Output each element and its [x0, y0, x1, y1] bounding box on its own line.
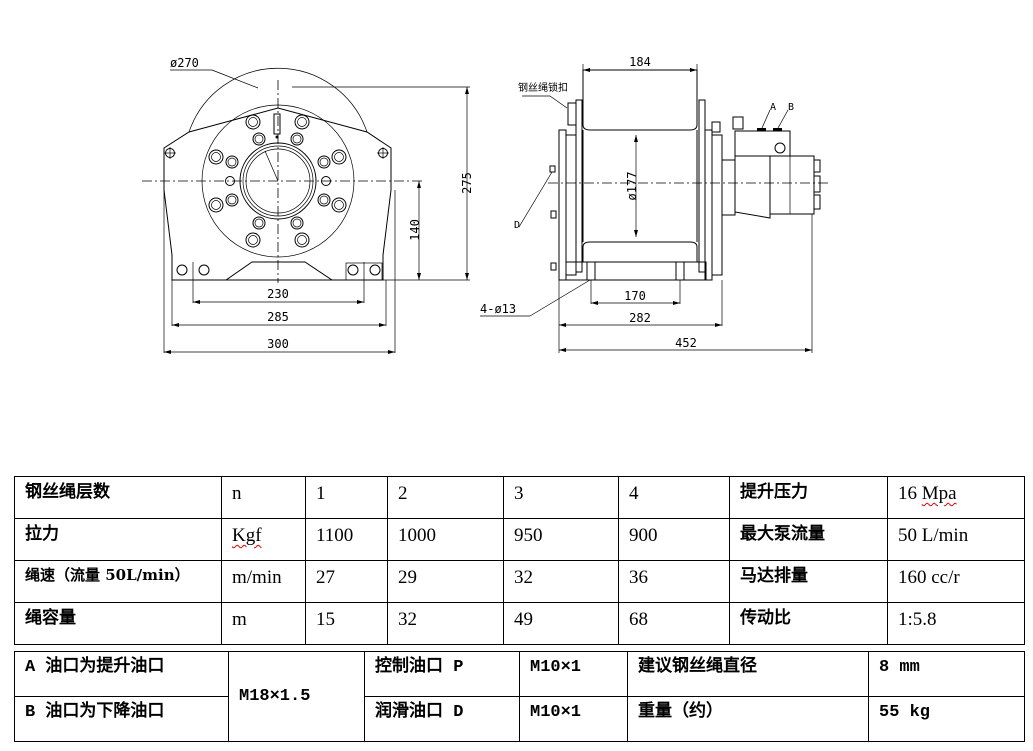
- cell-value: 1000: [387, 518, 504, 561]
- param-value: 160 cc/r: [887, 560, 1025, 603]
- cell-value: 32: [503, 560, 619, 603]
- param-label: 马达排量: [729, 560, 888, 603]
- dim-length-282: 282: [629, 311, 651, 325]
- row-label: 拉力: [14, 518, 222, 561]
- side-view: 184 钢丝绳锁扣 ø177 A B D 4-ø13 170 282 452: [480, 55, 830, 353]
- port-row-b: B 油口为下降油口 润滑油口 D M10×1 重量（约） 55 kg: [14, 696, 1025, 742]
- dim-diameter-270: ø270: [170, 56, 199, 70]
- port-d-label: D: [514, 220, 520, 231]
- port-ab-thread: M18×1.5: [228, 651, 365, 742]
- cell-value: 15: [305, 602, 388, 645]
- param-label: 提升压力: [729, 476, 888, 519]
- param-value-text: 16 Mpa: [898, 483, 957, 504]
- row-unit: m/min: [221, 560, 306, 603]
- drum-bottom-rope: [582, 241, 698, 263]
- dim-length-184: 184: [629, 55, 651, 69]
- param-label: 最大泵流量: [729, 518, 888, 561]
- param-value: 1:5.8: [887, 602, 1025, 645]
- cell-value: 49: [503, 602, 619, 645]
- dim-diameter-177: ø177: [625, 172, 639, 201]
- rope-clamp-label: 钢丝绳锁扣: [518, 81, 568, 94]
- dim-holes-4x13: 4-ø13: [480, 302, 516, 316]
- control-port-label: 控制油口 P: [364, 651, 520, 697]
- row-label: 绳容量: [14, 602, 222, 645]
- cell-value: 36: [618, 560, 730, 603]
- row-label: 绳速（流量 50L/min）: [14, 560, 222, 603]
- param-label: 传动比: [729, 602, 888, 645]
- control-port-thread: M10×1: [519, 651, 628, 697]
- port-a-label: A 油口为提升油口: [14, 651, 229, 697]
- lube-port-thread: M10×1: [519, 696, 628, 742]
- dim-height-140: 140: [408, 219, 422, 241]
- spec-row-layers: 钢丝绳层数 n 1 2 3 4 提升压力 16 Mpa: [14, 476, 1025, 519]
- dim-width-300: 300: [267, 337, 289, 351]
- dim-length-452: 452: [675, 336, 697, 350]
- unit-text: Mpa: [921, 483, 957, 504]
- dim-width-230: 230: [267, 287, 289, 301]
- spec-row-pull: 拉力 Kgf 1100 1000 950 900 最大泵流量 50 L/min: [14, 518, 1025, 561]
- dim-length-170: 170: [624, 289, 646, 303]
- port-a-label: A: [770, 102, 776, 113]
- row-unit: Kgf: [221, 518, 306, 561]
- weight-label: 重量（约）: [627, 696, 869, 742]
- cell-value: 4: [618, 476, 730, 519]
- hydraulic-motor: [769, 155, 815, 215]
- cell-value: 27: [305, 560, 388, 603]
- cell-value: 1: [305, 476, 388, 519]
- param-value: 50 L/min: [887, 518, 1025, 561]
- leader-line: [211, 69, 259, 89]
- spec-row-speed: 绳速（流量 50L/min） m/min 27 29 32 36 马达排量 16…: [14, 560, 1025, 603]
- spec-table: 钢丝绳层数 n 1 2 3 4 提升压力 16 Mpa 拉力 Kgf 1100 …: [14, 476, 1025, 645]
- cell-value: 29: [387, 560, 504, 603]
- base-frame: [565, 261, 707, 281]
- drum-flange-arc: [188, 67, 368, 133]
- weight-value: 55 kg: [868, 696, 1025, 742]
- cell-value: 1100: [305, 518, 388, 561]
- cell-value: 2: [387, 476, 504, 519]
- rope-diameter-label: 建议钢丝绳直径: [627, 651, 869, 697]
- row-unit: n: [221, 476, 306, 519]
- bore-outer: [239, 142, 317, 220]
- row-unit: m: [221, 602, 306, 645]
- port-b-label: B 油口为下降油口: [14, 696, 229, 742]
- unit-text: Kgf: [232, 525, 262, 546]
- port-b-label: B: [788, 102, 794, 113]
- dim-width-285: 285: [267, 310, 289, 324]
- dim-height-275: 275: [460, 172, 474, 194]
- spec-row-capacity: 绳容量 m 15 32 49 68 传动比 1:5.8: [14, 602, 1025, 645]
- winch-drawing: ø270 275 140 230 285 300: [142, 55, 830, 354]
- drum-top-rope: [582, 69, 698, 131]
- port-row-a: A 油口为提升油口 M18×1.5 控制油口 P M10×1 建议钢丝绳直径 8…: [14, 651, 1025, 742]
- cell-value: 32: [387, 602, 504, 645]
- front-view: ø270 275 140 230 285 300: [142, 56, 474, 354]
- port-table: A 油口为提升油口 M18×1.5 控制油口 P M10×1 建议钢丝绳直径 8…: [14, 651, 1025, 742]
- flange-circle: [201, 104, 355, 258]
- cell-value: 68: [618, 602, 730, 645]
- cell-value: 900: [618, 518, 730, 561]
- rope-diameter-value: 8 mm: [868, 651, 1025, 697]
- flange-bolts: [208, 114, 347, 248]
- cell-value: 3: [503, 476, 619, 519]
- param-value: 16 Mpa: [887, 476, 1025, 519]
- lube-port-label: 润滑油口 D: [364, 696, 520, 742]
- cell-value: 950: [503, 518, 619, 561]
- row-label: 钢丝绳层数: [14, 476, 222, 519]
